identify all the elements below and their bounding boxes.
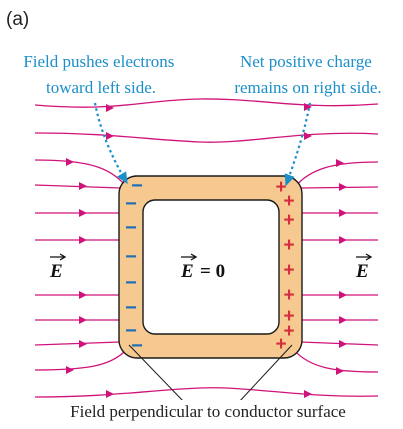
field-arrowhead — [304, 390, 312, 398]
field-arrowhead — [106, 132, 114, 140]
annotation-bottom: Field perpendicular to conductor surface — [70, 402, 346, 421]
positive-charge: + — [283, 285, 294, 306]
positive-charge: + — [283, 260, 294, 281]
field-arrowhead — [336, 159, 344, 167]
field-arrowhead — [339, 209, 347, 217]
field-line — [35, 352, 124, 370]
field-arrowhead — [304, 132, 312, 140]
field-line — [35, 99, 378, 107]
field-label-left-text: E — [49, 261, 63, 282]
field-arrowhead — [66, 158, 74, 166]
field-arrowhead — [79, 316, 87, 324]
field-arrowhead — [339, 316, 347, 324]
annotation-left-line1: Field pushes electrons — [23, 52, 174, 71]
field-arrowhead — [336, 367, 344, 375]
leader-line-left — [95, 103, 127, 183]
negative-charge: − — [125, 217, 137, 239]
positive-charge: + — [283, 235, 294, 256]
field-arrowhead — [79, 236, 87, 244]
field-arrowhead — [339, 183, 347, 191]
field-line — [35, 160, 125, 185]
field-label-inside-symbol: E — [180, 261, 194, 282]
negative-charge: − — [125, 297, 137, 319]
field-line — [35, 342, 120, 345]
field-arrowhead — [339, 291, 347, 299]
negative-charge: − — [125, 246, 137, 268]
field-arrowhead — [339, 340, 347, 348]
field-arrowhead — [66, 366, 74, 374]
field-arrowhead — [79, 340, 87, 348]
field-arrowhead — [79, 209, 87, 217]
field-arrowhead — [339, 236, 347, 244]
field-arrowhead — [106, 390, 114, 398]
field-arrowhead — [106, 104, 114, 112]
annotation-right-line1: Net positive charge — [240, 52, 372, 71]
positive-charge: + — [275, 334, 286, 355]
negative-charge: − — [125, 272, 137, 294]
field-arrowhead — [79, 182, 87, 190]
field-label-left: E — [46, 254, 70, 282]
panel-label: (a) — [6, 9, 29, 30]
svg-text:Field pushes electrons tow: Field pushes electrons toward left side. — [23, 52, 178, 97]
field-label-right-text: E — [355, 261, 369, 282]
field-arrowhead — [79, 291, 87, 299]
positive-charge: + — [283, 210, 294, 231]
annotation-left-line2: toward left side. — [46, 78, 156, 97]
negative-charge: − — [125, 193, 137, 215]
positive-charge: + — [283, 191, 294, 212]
leader-line-right — [286, 103, 310, 185]
field-line — [35, 388, 378, 397]
field-line — [35, 133, 378, 142]
field-label-right: E — [352, 254, 376, 282]
svg-text:Net positive charge remain: Net positive charge remains on right sid… — [234, 52, 381, 97]
field-line — [35, 185, 120, 188]
field-label-inside-value: = 0 — [200, 261, 225, 282]
annotation-right-line2: remains on right side. — [234, 78, 381, 97]
